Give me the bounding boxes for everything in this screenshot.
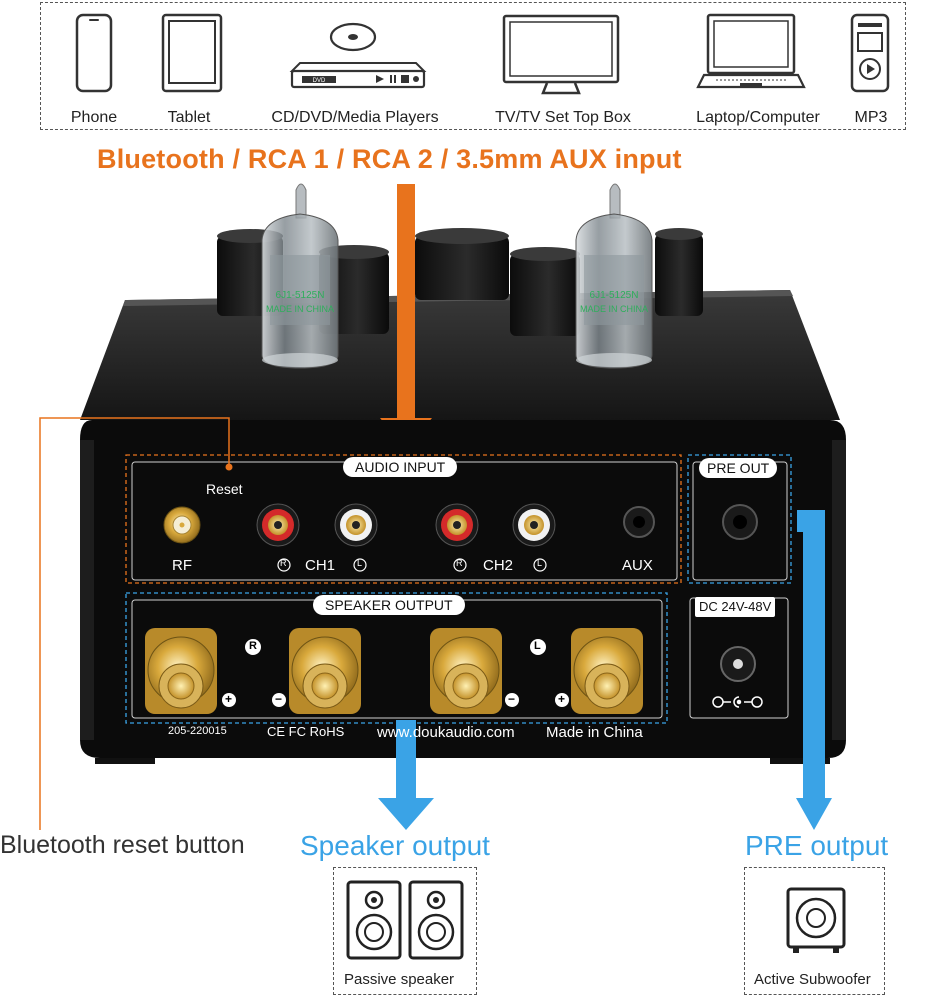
input-title: Bluetooth / RCA 1 / RCA 2 / 3.5mm AUX in… bbox=[97, 144, 682, 174]
l-mark-ch2 bbox=[533, 558, 547, 572]
r-speaker-text: R bbox=[249, 640, 257, 652]
rca-ch1-left[interactable] bbox=[334, 503, 378, 547]
cert-code: 205-220015 bbox=[168, 725, 227, 737]
speaker-output-label: SPEAKER OUTPUT bbox=[313, 595, 465, 615]
rca-ch2-right[interactable] bbox=[435, 503, 479, 547]
minus-l-text: − bbox=[508, 692, 516, 706]
speaker-terminals[interactable] bbox=[145, 628, 643, 714]
made-in-china: Made in China bbox=[546, 724, 643, 741]
device-label-laptop: Laptop/Computer bbox=[696, 109, 820, 126]
aux-label: AUX bbox=[622, 557, 653, 574]
l-mark-ch1 bbox=[353, 558, 367, 572]
plus-r-text: + bbox=[225, 692, 233, 706]
device-label-tv: TV/TV Set Top Box bbox=[495, 109, 631, 126]
source-devices-panel: Phone Tablet DVD CD/DVD/Media Players bbox=[40, 2, 906, 130]
pre-output-callout: PRE output bbox=[745, 830, 889, 861]
mp3-player-icon bbox=[850, 13, 890, 93]
reset-leader-line bbox=[39, 417, 230, 830]
vacuum-tube-left: 6J1-5125N MADE IN CHINA bbox=[261, 183, 339, 369]
subwoofer-box: Active Subwoofer bbox=[744, 867, 885, 995]
r-mark-ch1-text: R bbox=[280, 558, 287, 568]
l-mark-ch1-text: L bbox=[357, 558, 363, 568]
plus-mark-l bbox=[555, 693, 569, 707]
dc-voltage-label: DC 24V-48V bbox=[695, 597, 776, 617]
r-mark-speaker bbox=[245, 639, 261, 655]
device-mp3: MP3 bbox=[831, 3, 907, 131]
device-tv: TV/TV Set Top Box bbox=[471, 3, 661, 131]
dvd-text: DVD bbox=[313, 78, 326, 84]
ch1-label: CH1 bbox=[305, 557, 336, 574]
speaker-terminal-l-plus[interactable] bbox=[571, 628, 643, 714]
device-dvd: DVD CD/DVD/Media Players bbox=[251, 3, 461, 131]
plus-mark-r bbox=[222, 693, 236, 707]
minus-r-text: − bbox=[275, 692, 283, 706]
rf-label: RF bbox=[172, 557, 192, 574]
back-panel bbox=[80, 420, 846, 758]
pre-out-jack[interactable] bbox=[722, 504, 758, 540]
device-label-tablet: Tablet bbox=[167, 109, 211, 126]
device-phone: Phone bbox=[41, 3, 151, 131]
dvd-player-icon: DVD bbox=[289, 22, 427, 89]
speaker-output-callout: Speaker output bbox=[300, 830, 490, 861]
tv-icon bbox=[502, 14, 620, 95]
speaker-terminal-r-plus[interactable] bbox=[145, 628, 217, 714]
device-tablet: Tablet bbox=[151, 3, 251, 131]
device-label-mp3: MP3 bbox=[854, 109, 888, 126]
subwoofer-icon bbox=[786, 887, 846, 953]
dc-power-jack[interactable] bbox=[720, 646, 756, 682]
speaker-output-arrow bbox=[378, 720, 434, 830]
r-mark-ch1 bbox=[277, 558, 291, 572]
pre-output-arrow bbox=[796, 510, 832, 830]
subwoofer-label: Active Subwoofer bbox=[754, 971, 871, 988]
tube-text-left-1: 6J1-5125N bbox=[276, 290, 325, 301]
r-mark-ch2 bbox=[453, 558, 467, 572]
vacuum-tube-right: 6J1-5125N MADE IN CHINA bbox=[575, 183, 653, 369]
l-speaker-text: L bbox=[534, 640, 541, 652]
passive-speaker-label: Passive speaker bbox=[344, 971, 455, 988]
passive-speaker-box: Passive speaker bbox=[333, 867, 477, 995]
audio-input-group-border bbox=[125, 454, 682, 584]
audio-input-label: AUDIO INPUT bbox=[343, 457, 458, 477]
l-mark-speaker bbox=[530, 639, 546, 655]
website: www.doukaudio.com bbox=[377, 724, 515, 741]
device-label-dvd: CD/DVD/Media Players bbox=[271, 109, 439, 126]
reset-callout: Bluetooth reset button bbox=[0, 831, 245, 859]
aux-jack[interactable] bbox=[623, 506, 655, 538]
l-mark-ch2-text: L bbox=[537, 558, 543, 568]
reset-button[interactable] bbox=[225, 463, 233, 471]
reset-label: Reset bbox=[206, 481, 243, 497]
ch2-label: CH2 bbox=[483, 557, 514, 574]
passive-speaker-icon bbox=[346, 880, 464, 960]
device-label-phone: Phone bbox=[70, 109, 118, 126]
rf-antenna-connector[interactable] bbox=[163, 506, 201, 544]
tube-text-right-1: 6J1-5125N bbox=[590, 290, 639, 301]
phone-icon bbox=[75, 13, 113, 93]
speaker-terminal-l-minus[interactable] bbox=[430, 628, 502, 714]
dc-polarity-icon bbox=[712, 696, 763, 708]
amp-top-surface bbox=[80, 290, 840, 420]
cert-marks: CE FC RoHS bbox=[267, 724, 345, 739]
minus-mark-r bbox=[272, 693, 286, 707]
speaker-terminal-r-minus[interactable] bbox=[289, 628, 361, 714]
rca-ch1-right[interactable] bbox=[256, 503, 300, 547]
pre-out-label: PRE OUT bbox=[699, 458, 778, 478]
rca-ch2-left[interactable] bbox=[512, 503, 556, 547]
tube-text-right-2: MADE IN CHINA bbox=[580, 304, 648, 314]
laptop-icon bbox=[696, 13, 806, 89]
device-laptop: Laptop/Computer bbox=[666, 3, 831, 131]
minus-mark-l bbox=[505, 693, 519, 707]
plus-l-text: + bbox=[558, 692, 566, 706]
r-mark-ch2-text: R bbox=[456, 558, 463, 568]
tube-text-left-2: MADE IN CHINA bbox=[266, 304, 334, 314]
pre-out-group-border bbox=[687, 454, 792, 584]
tablet-icon bbox=[161, 13, 223, 93]
